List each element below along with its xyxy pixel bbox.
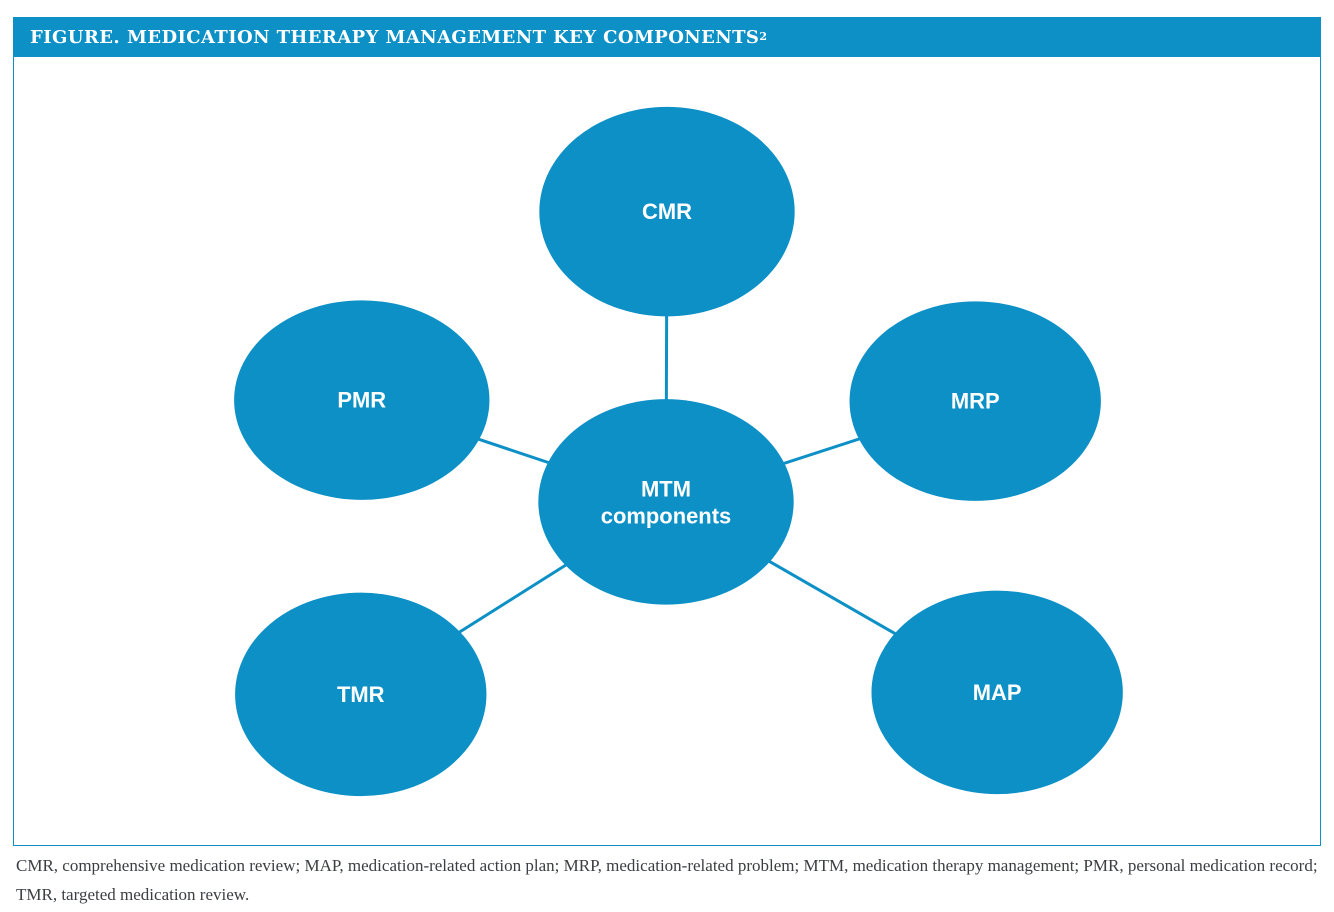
node-ellipse-map xyxy=(871,590,1123,795)
node-label-cmr: CMR xyxy=(642,199,692,224)
center-node-ellipse xyxy=(538,399,794,605)
node-label-pmr: PMR xyxy=(337,388,386,413)
diagram-area: CMR PMR MRP TMR MAP MTM components xyxy=(13,57,1321,846)
figure-box: FIGURE. MEDICATION THERAPY MANAGEMENT KE… xyxy=(13,17,1321,846)
node-ellipse-tmr xyxy=(235,592,487,797)
abbreviation-footnote: CMR, comprehensive medication review; MA… xyxy=(16,851,1320,909)
footnote-line-2: TMR, targeted medication review. xyxy=(16,885,250,904)
center-node-label-line2: components xyxy=(601,503,731,528)
node-ellipse-mrp xyxy=(849,301,1101,501)
footnote-line-1: CMR, comprehensive medication review; MA… xyxy=(16,856,1318,875)
mtm-components-diagram: CMR PMR MRP TMR MAP MTM components xyxy=(234,106,1123,797)
diagram-nodes: CMR PMR MRP TMR MAP MTM components xyxy=(234,106,1123,797)
figure-title: MEDICATION THERAPY MANAGEMENT KEY COMPON… xyxy=(127,26,760,48)
node-ellipse-cmr xyxy=(539,106,795,317)
node-label-tmr: TMR xyxy=(337,682,385,707)
node-label-mrp: MRP xyxy=(951,389,1000,414)
node-label-map: MAP xyxy=(973,680,1022,705)
node-ellipse-pmr xyxy=(234,300,490,500)
figure-header: FIGURE. MEDICATION THERAPY MANAGEMENT KE… xyxy=(13,17,1321,57)
figure-label: FIGURE. xyxy=(30,26,121,48)
center-node-label-line1: MTM xyxy=(641,476,691,501)
